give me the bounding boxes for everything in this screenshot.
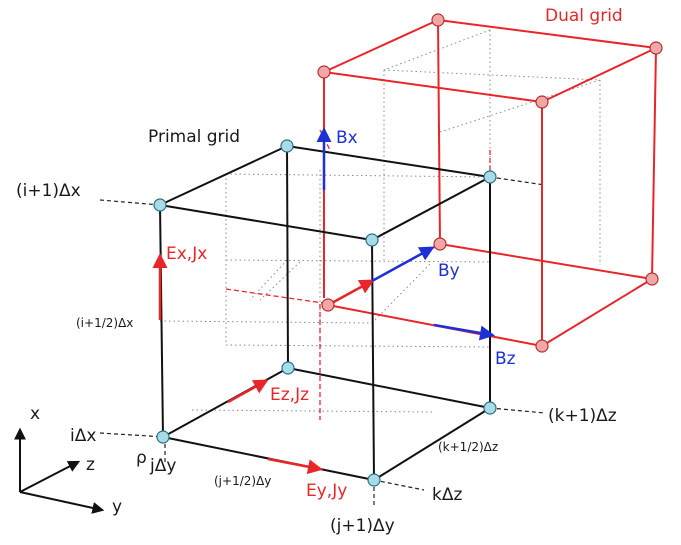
j1-dy-label: (j+1)Δy [330,516,395,536]
axis-y-label: y [112,497,122,517]
i-dx-label: iΔx [70,426,96,446]
axis-x-label: x [30,404,40,424]
magnetic-field-arrows [316,127,495,341]
jhalf-dy-label: (j+1/2)Δy [214,474,271,488]
ex-jx-label: Ex,Jx [166,244,207,264]
by-label: By [438,261,460,281]
k-dz-label: kΔz [432,485,462,505]
dual-ez-arrow [329,279,375,306]
k1-dz-label: (k+1)Δz [548,406,617,426]
ey-jy-label: Ey,Jy [306,481,347,501]
reference-dashes [99,176,546,505]
by-arrow [371,246,435,283]
dual-nodes [317,13,663,353]
bz-arrow [433,323,495,341]
i1-dx-label: (i+1)Δx [16,181,81,201]
rho-label: ρ [136,448,147,468]
primal-nodes [153,139,497,487]
ihalf-dx-label: (i+1/2)Δx [76,316,133,330]
j-dy-label: jΔy [149,456,176,476]
dual-grid-label: Dual grid [545,6,623,26]
electric-field-arrows [152,253,375,475]
ey-arrow [267,457,323,475]
ez-arrow [227,379,269,404]
bx-label: Bx [336,128,358,148]
bz-label: Bz [495,349,516,369]
primal-grid-label: Primal grid [148,127,240,147]
dual-interior-guides [383,29,601,265]
axis-z-label: z [86,455,95,475]
ez-jz-label: Ez,Jz [270,385,309,405]
axes-triad [14,427,105,514]
khalf-dz-label: (k+1/2)Δz [438,440,498,454]
